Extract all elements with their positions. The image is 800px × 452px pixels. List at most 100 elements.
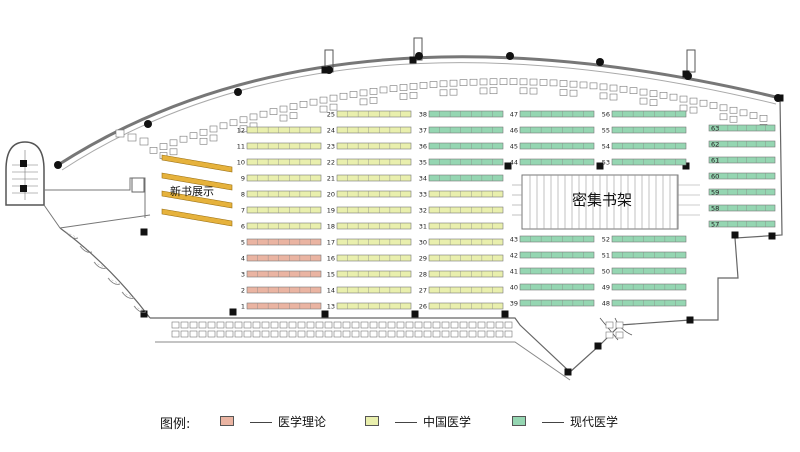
seat xyxy=(189,330,198,338)
round-column xyxy=(325,66,333,74)
seat xyxy=(261,330,270,338)
chair xyxy=(499,78,508,85)
shelf-rect xyxy=(246,126,322,134)
seat xyxy=(207,330,216,338)
chair xyxy=(759,115,768,122)
chair xyxy=(169,139,178,147)
shelf-rect xyxy=(246,302,322,310)
seat xyxy=(504,321,513,329)
chair xyxy=(679,95,688,103)
shelf-rect xyxy=(708,172,776,180)
window-bay xyxy=(413,37,423,61)
chair xyxy=(639,88,648,96)
round-column xyxy=(54,161,62,169)
shelf-rect xyxy=(428,286,504,294)
seat xyxy=(279,330,288,338)
chair xyxy=(489,87,498,95)
shelf-number: 42 xyxy=(510,252,518,260)
new-book-shelf xyxy=(161,208,233,227)
shelf-26: 26 xyxy=(419,303,504,311)
seat xyxy=(207,321,216,329)
shelf-rect xyxy=(519,142,595,150)
shelf-number: 15 xyxy=(327,271,335,279)
shelf-1: 1 xyxy=(241,302,322,311)
shelf-rect xyxy=(336,190,412,198)
column xyxy=(409,56,417,64)
south-wall-inner xyxy=(155,341,571,381)
seat xyxy=(369,330,378,338)
shelf-number: 9 xyxy=(241,175,245,183)
legend-swatch-chinese xyxy=(365,416,379,426)
bookshelves: 1211109876543212524232221201918171615141… xyxy=(237,110,776,311)
seat xyxy=(234,321,243,329)
chair xyxy=(249,113,258,121)
chair xyxy=(719,104,728,112)
west-wall xyxy=(59,227,151,319)
chair xyxy=(369,97,378,104)
chair xyxy=(529,87,538,95)
seat xyxy=(297,330,306,338)
seat xyxy=(351,330,360,338)
chair xyxy=(649,99,658,106)
shelf-38: 38 xyxy=(419,111,504,119)
chair xyxy=(419,82,428,89)
round-column xyxy=(415,52,423,60)
chair xyxy=(389,85,398,92)
seat xyxy=(297,321,306,329)
new-book-shelf xyxy=(161,172,233,191)
shelf-rect xyxy=(519,235,595,243)
chair xyxy=(449,79,458,87)
legend-dash xyxy=(542,422,564,423)
shelf-rect xyxy=(428,190,504,198)
seat xyxy=(351,321,360,329)
chair xyxy=(569,89,578,97)
chair xyxy=(309,98,318,106)
shelf-rect xyxy=(336,206,412,214)
corridor-wall xyxy=(43,177,151,229)
column xyxy=(564,368,572,376)
chair xyxy=(429,81,438,88)
shelf-number: 18 xyxy=(327,223,335,231)
shelf-42: 42 xyxy=(510,252,595,260)
shelf-rect xyxy=(336,222,412,230)
chair xyxy=(229,119,238,127)
shelf-number: 50 xyxy=(602,268,610,276)
shelf-rect xyxy=(611,283,687,291)
shelf-rect xyxy=(246,158,322,166)
chair xyxy=(729,115,738,123)
shelf-62: 62 xyxy=(708,141,776,149)
seat xyxy=(189,321,198,329)
shelf-number: 11 xyxy=(237,143,245,151)
chair xyxy=(679,104,688,112)
shelf-14: 14 xyxy=(327,287,412,295)
seat xyxy=(261,321,270,329)
shelf-number: 60 xyxy=(711,173,719,181)
legend-text-modern: 现代医学 xyxy=(570,415,619,429)
stair-column xyxy=(20,160,27,167)
seat xyxy=(387,321,396,329)
chair xyxy=(279,114,288,122)
shelf-number: 40 xyxy=(510,284,518,292)
shelf-rect xyxy=(428,270,504,278)
shelf-rect xyxy=(708,124,776,132)
chair xyxy=(649,90,658,97)
legend: 图例: 医学理论 中国医学 现代医学 xyxy=(160,410,780,434)
shelf-rect xyxy=(428,238,504,246)
shelf-number: 29 xyxy=(419,255,427,263)
shelf-rect xyxy=(708,204,776,212)
shelf-rect xyxy=(428,206,504,214)
shelf-rect xyxy=(611,267,687,275)
stair-column xyxy=(20,185,27,192)
shelf-52: 52 xyxy=(602,236,687,244)
shelf-rect xyxy=(519,110,595,118)
north-wall-inner xyxy=(61,62,777,171)
shelf-number: 35 xyxy=(419,159,427,167)
seat xyxy=(414,321,423,329)
chair xyxy=(319,96,328,104)
shelf-number: 63 xyxy=(711,125,719,133)
shelf-rect xyxy=(428,142,504,150)
shelf-number: 12 xyxy=(237,127,245,135)
shelf-rect xyxy=(246,190,322,198)
shelf-34: 34 xyxy=(419,175,504,183)
shelf-25: 25 xyxy=(327,111,412,119)
